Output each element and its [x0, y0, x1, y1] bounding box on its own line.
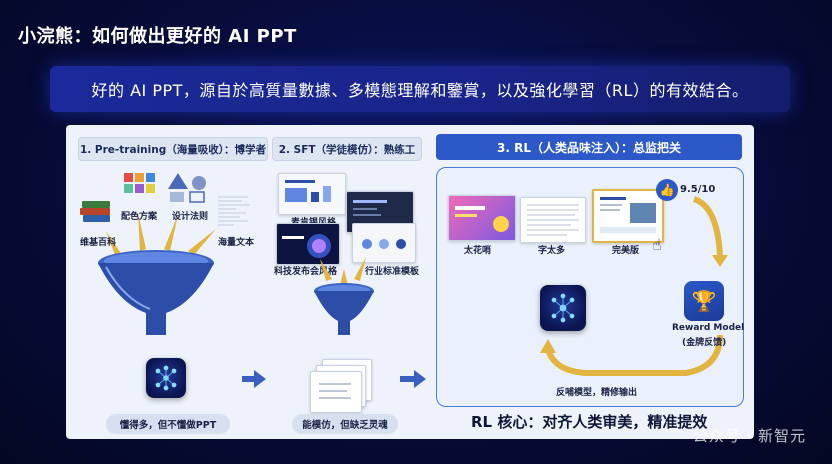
rl-core-caption: RL 核心：对齐人类审美，精准提效	[471, 413, 708, 431]
books-icon	[80, 201, 110, 222]
sample-wordy	[520, 197, 586, 243]
template-tech-launch	[276, 223, 340, 265]
sft-source-industry: 行业标准模板	[365, 267, 420, 277]
sft-funnel	[314, 257, 374, 335]
stage-pretraining-tag: 1. Pre-training（海量吸收）：博学者	[78, 137, 268, 161]
arrow-head-stage1-to-2	[254, 370, 266, 388]
thumbs-up-icon: 👍	[656, 179, 678, 201]
funnel-icon	[98, 250, 214, 335]
text-lines-icon	[218, 196, 250, 226]
pretraining-caption: 懂得多，但不懂做PPT	[106, 414, 230, 434]
sft-source-tech-launch: 科技发布会风格	[274, 267, 338, 277]
template-industry	[352, 223, 416, 263]
arrow-stage1-to-2	[242, 376, 254, 382]
source-color-scheme: 配色方案	[121, 212, 158, 222]
stage-sft-tag: 2. SFT（学徒模仿）：熟练工	[272, 137, 422, 161]
summary-banner: 好的 AI PPT，源自於高質量數據、多模態理解和鑒賞，以及強化學習（RL）的有…	[50, 66, 790, 112]
training-diagram: 1. Pre-training（海量吸收）：博学者 2. SFT（学徒模仿）：熟…	[66, 125, 754, 439]
reward-model-label: Reward Model	[672, 323, 745, 333]
rl-model-brain-icon	[540, 285, 586, 331]
sample-flashy	[448, 195, 516, 241]
input-arrows	[106, 213, 216, 258]
pretraining-illustration	[80, 173, 250, 335]
watermark: 公众号 · 新智元	[692, 427, 806, 445]
sample-perfect	[592, 189, 664, 243]
feedback-label: 反哺模型，精修输出	[556, 388, 638, 398]
design-shapes-icon	[168, 173, 206, 203]
trophy-icon: 🏆	[684, 281, 724, 321]
source-design-rules: 设计法则	[172, 212, 209, 222]
source-wikipedia: 维基百科	[80, 238, 117, 248]
arrow-head-stage2-to-3	[414, 370, 426, 388]
source-massive-text: 海量文本	[218, 238, 255, 248]
sample-perfect-label: 完美版	[612, 246, 640, 256]
reward-model-sub: (金牌反馈)	[682, 338, 727, 348]
model-brain-icon	[146, 358, 186, 398]
page-title: 小浣熊：如何做出更好的 AI PPT	[18, 26, 297, 47]
stage-rl-tag: 3. RL（人类品味注入）：总监把关	[436, 134, 742, 160]
color-palette-icon	[124, 173, 155, 193]
score-label: 9.5/10	[680, 184, 716, 195]
rl-feedback-loop	[540, 196, 728, 376]
sample-flashy-label: 太花哨	[464, 246, 492, 256]
template-mckinsey	[278, 173, 346, 215]
output-doc-front	[310, 371, 362, 413]
sft-caption: 能模仿，但缺乏灵魂	[292, 414, 398, 434]
summary-text: 好的 AI PPT，源自於高質量數據、多模態理解和鑒賞，以及強化學習（RL）的有…	[91, 81, 749, 100]
arrow-stage2-to-3	[400, 376, 414, 382]
cursor-hand-icon: ☝	[652, 235, 662, 254]
sample-wordy-label: 字太多	[538, 246, 566, 256]
